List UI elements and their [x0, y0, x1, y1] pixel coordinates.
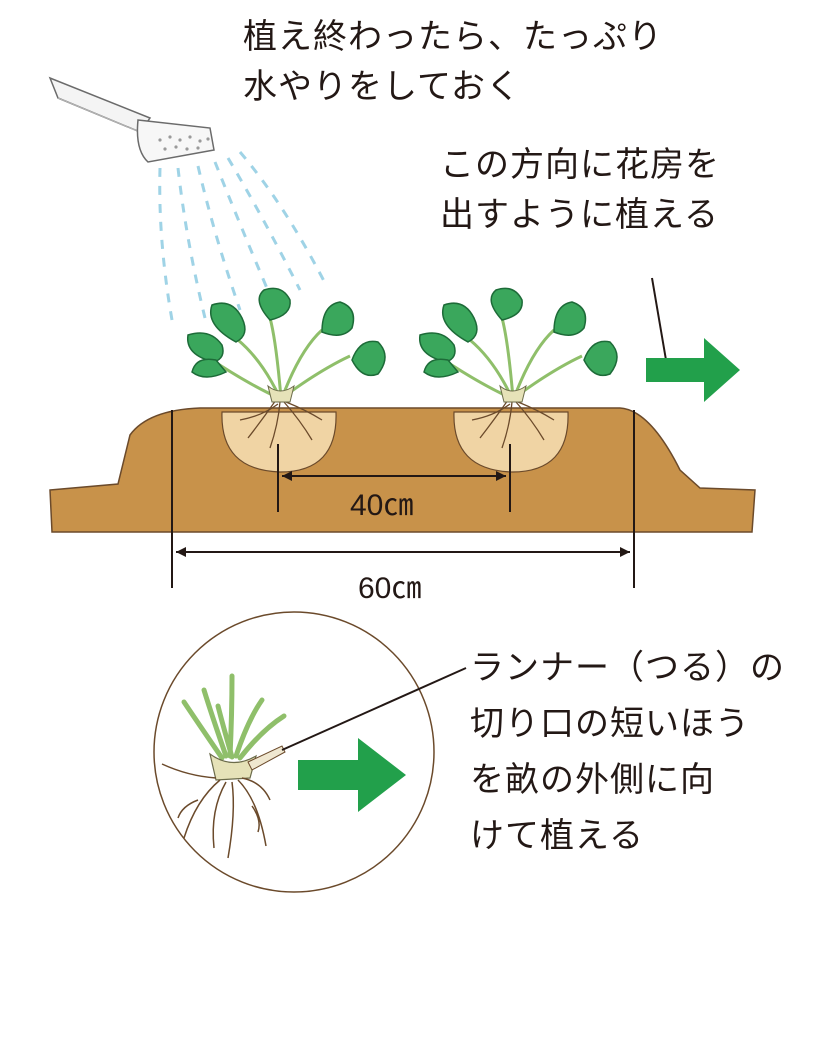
runner-detail-circle — [153, 611, 435, 893]
runner-leader-line — [281, 667, 467, 751]
direction-leader-line — [651, 277, 667, 361]
spacing-dimension-40 — [277, 444, 511, 512]
strawberry-plant-left — [187, 287, 386, 449]
direction-note-line-1: この方向に花房を — [440, 145, 720, 185]
watering-can-icon — [48, 76, 215, 163]
water-spray — [158, 151, 328, 321]
runner-note-line-1: ランナー（つる）の — [470, 648, 785, 688]
flower-direction-note: この方向に花房を 出すように植える — [440, 140, 720, 240]
runner-note-line-4: けて植える — [470, 816, 644, 856]
planting-hole-right — [453, 411, 569, 473]
bed-width-label: 60㎝ — [358, 572, 422, 605]
strawberry-plant-right — [419, 287, 618, 449]
flower-direction-arrow — [646, 338, 740, 402]
direction-note-line-2: 出すように植える — [440, 195, 719, 235]
watering-note-line-1: 植え終わったら、たっぷり — [243, 17, 663, 57]
runner-note-line-3: を畝の外側に向 — [470, 760, 715, 800]
runner-note-line-2: 切り口の短いほう — [470, 704, 750, 744]
outward-direction-arrow — [298, 738, 406, 812]
seedling-roots-detail — [161, 673, 287, 859]
bed-width-dimension-60 — [171, 410, 635, 588]
planting-hole-left — [221, 411, 337, 473]
runner-note: ランナー（つる）の 切り口の短いほう を畝の外側に向 けて植える — [470, 640, 785, 864]
plant-spacing-label: 40㎝ — [350, 489, 414, 522]
watering-note-line-2: 水やりをしておく — [243, 67, 521, 107]
watering-note: 植え終わったら、たっぷり 水やりをしておく — [243, 12, 663, 112]
